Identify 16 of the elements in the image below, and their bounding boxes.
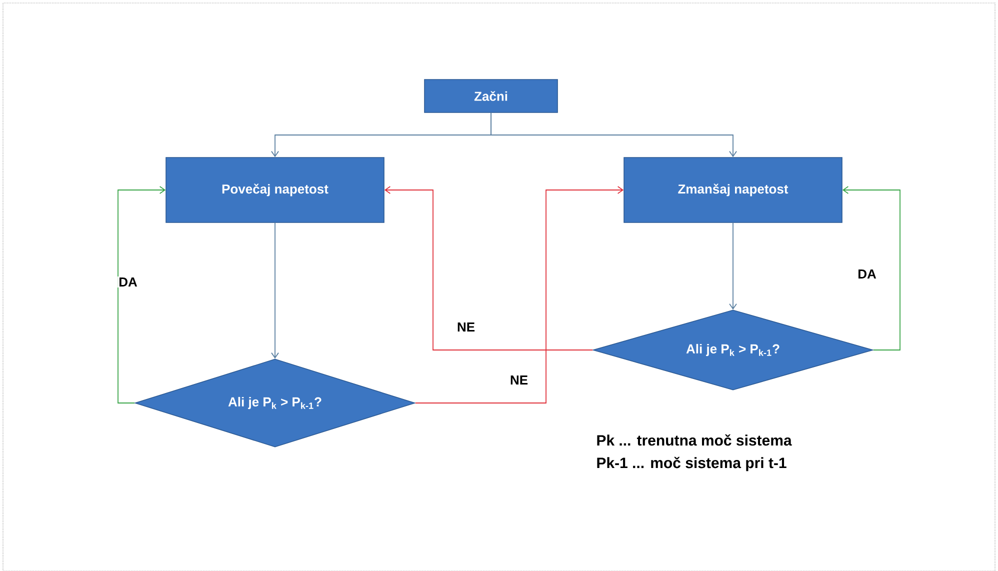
note: Pk-1 ... moč sistema pri t-1 — [597, 456, 786, 472]
arrow — [384, 186, 594, 350]
note: Pk ... trenutna moč sistema — [597, 434, 792, 446]
arrow — [490, 112, 737, 158]
arrow — [271, 222, 279, 359]
process-box: Zmanšaj napetost — [624, 157, 842, 223]
arrow — [729, 222, 737, 310]
edge-label: DA — [118, 276, 138, 288]
process-box: Začni — [424, 79, 558, 113]
arrow — [414, 186, 624, 404]
edge-label: NE — [456, 322, 476, 332]
arrow — [118, 186, 166, 404]
process-box: Povečaj napetost — [166, 157, 384, 223]
edge-label: NE — [508, 374, 530, 386]
edge-label: DA — [856, 268, 878, 280]
arrow — [842, 186, 900, 350]
